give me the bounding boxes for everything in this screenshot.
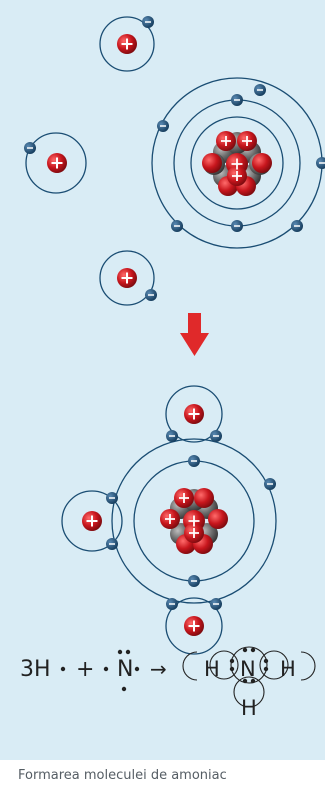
hydrogen-atom-bottom-left [61,490,123,552]
plus-sign: + [76,657,94,682]
hydrogen-atom-top-2 [24,132,87,194]
ammonia-molecule [61,385,277,655]
h-bottom: H [241,696,257,720]
electron-dot [60,666,66,672]
diagram-canvas: 3H + N → H N H H [20,16,325,720]
proton [117,34,137,54]
orbit [25,132,87,194]
orbit [99,16,155,72]
hydrogen-atom-bottom-bottom [165,597,223,655]
hydrogen-atom-top-3 [99,250,157,306]
nucleus [202,131,272,196]
lewis-equation: 3H + N → H N H H [20,646,316,720]
electron [145,289,157,301]
hydrogen-atom-bottom-top [165,385,223,443]
reaction-arrow: → [150,657,167,681]
orbit [99,250,155,306]
electron [142,16,154,28]
nitrogen-electron-dots [117,649,140,692]
reactant-nitrogen: N [117,657,133,682]
nitrogen-atom-top [151,77,325,249]
hydrogen-atom-top-1 [99,16,155,72]
n-center: N [240,657,256,681]
ammonia-lewis-structure: H N H H [182,646,316,720]
nitrogen-nucleus [160,488,228,554]
outer-orbit [111,438,277,604]
electron [24,142,36,154]
figure-caption: Formarea moleculei de amoniac [0,760,325,791]
h-left: H [204,657,220,681]
reactant-hydrogen: 3H [20,657,51,682]
shared-electron-dots [229,647,269,684]
electron-dot [103,666,109,672]
inner-orbit [190,116,284,210]
arrow-down-icon [180,313,209,356]
h-right: H [280,657,296,681]
proton [117,268,137,288]
proton [47,153,67,173]
